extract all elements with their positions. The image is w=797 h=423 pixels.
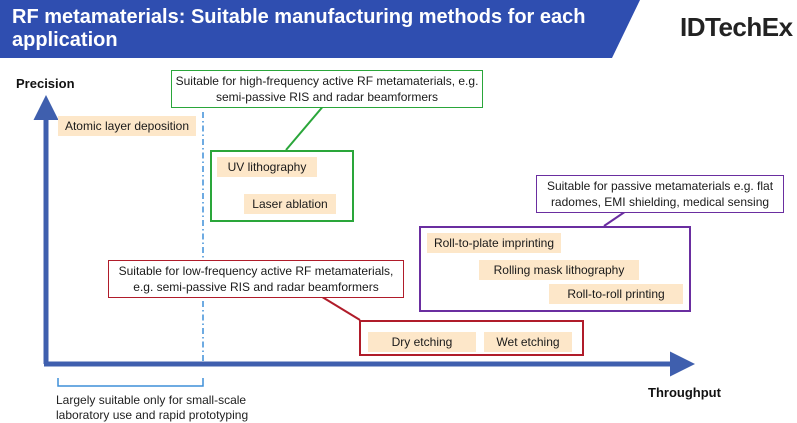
lab-use-note: Largely suitable only for small-scale la…: [56, 393, 249, 422]
method-uv-lithography: UV lithography: [217, 157, 317, 177]
title-bar: [0, 0, 640, 58]
high-freq-callout: Suitable for high-frequency active RF me…: [171, 70, 483, 108]
method-roll-to-plate-imprinting: Roll-to-plate imprinting: [427, 233, 561, 253]
green-connector: [285, 103, 326, 151]
low-freq-callout: Suitable for low-frequency active RF met…: [108, 260, 404, 298]
y-axis-label: Precision: [16, 76, 75, 91]
method-dry-etching: Dry etching: [368, 332, 476, 352]
low-freq-group-box: [359, 320, 584, 356]
method-roll-to-roll-printing: Roll-to-roll printing: [549, 284, 683, 304]
high-freq-group-box: [210, 150, 354, 222]
method-rolling-mask-lithography: Rolling mask lithography: [479, 260, 639, 280]
passive-group-box: [419, 226, 691, 312]
page-title: RF metamaterials: Suitable manufacturing…: [12, 6, 586, 51]
method-atomic-layer-deposition: Atomic layer deposition: [58, 116, 196, 136]
x-axis-label: Throughput: [648, 385, 721, 400]
lab-bracket: [57, 378, 204, 387]
method-laser-ablation: Laser ablation: [244, 194, 336, 214]
brand-logo: IDTechEx: [680, 12, 793, 42]
passive-callout: Suitable for passive metamaterials e.g. …: [536, 175, 784, 213]
method-wet-etching: Wet etching: [484, 332, 572, 352]
